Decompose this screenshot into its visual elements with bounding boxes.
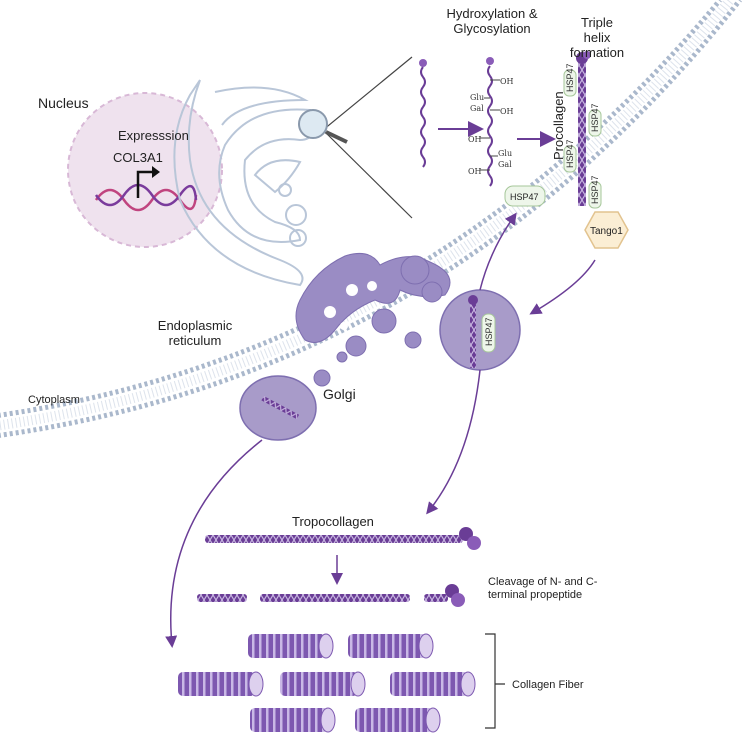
collagen-fibers [178, 633, 476, 733]
fiber-bundle [355, 707, 441, 733]
fiber-bundle [348, 633, 434, 659]
mod-oh-1: OH [500, 77, 514, 86]
mod-glu-2: Glu [498, 149, 513, 158]
svg-text:HSP47: HSP47 [565, 139, 575, 168]
nucleus [67, 92, 223, 248]
endoplasmic-reticulum [173, 79, 315, 287]
mod-oh-2: OH [500, 107, 514, 116]
pathway-arrows [165, 212, 596, 648]
nucleus-label: Nucleus [38, 95, 89, 111]
transport-vesicle-er [439, 289, 521, 371]
procollagen-chain-single [419, 59, 427, 168]
tango1-label: Tango1 [590, 226, 623, 237]
collagen-fiber-label: Collagen Fiber [512, 679, 584, 691]
fiber-bundle [248, 633, 334, 659]
svg-text:HSP47: HSP47 [590, 103, 600, 132]
triple-helix-label: Triple helix formation [569, 15, 625, 60]
mod-gal-2: Gal [498, 160, 512, 169]
mod-gal-1: Gal [470, 104, 484, 113]
expression-label: Expresssion [118, 128, 189, 143]
procollagen-triple-helix [576, 51, 591, 206]
fiber-bundle [250, 707, 336, 733]
vesicle-hsp47-label: HSP47 [484, 317, 494, 346]
tango1-receptor [584, 211, 629, 249]
procollagen-label: Procollagen [551, 91, 566, 160]
cytoplasm-label: Cytoplasm [28, 394, 80, 406]
mod-glu-1: Glu [470, 93, 485, 102]
fiber-bundle [390, 671, 476, 697]
hsp47-released-label: HSP47 [510, 192, 539, 202]
cleavage-label: Cleavage of N- and C- terminal propeptid… [488, 576, 598, 601]
golgi-apparatus [295, 253, 451, 387]
fiber-bundle [280, 671, 366, 697]
hsp47-released [504, 185, 546, 207]
svg-text:HSP47: HSP47 [590, 175, 600, 204]
cell-membrane [0, 0, 742, 438]
magnifier-icon [298, 56, 413, 219]
svg-text:HSP47: HSP47 [565, 63, 575, 92]
tropocollagen-label: Tropocollagen [292, 514, 374, 529]
modified-chain [480, 57, 500, 187]
mod-oh-4: OH [468, 167, 482, 176]
tropocollagen [205, 527, 481, 550]
cleaved-collagen [197, 584, 465, 607]
golgi-label: Golgi [323, 386, 356, 402]
procollagen-hsp47-tags: HSP47 HSP47 HSP47 HSP47 [563, 63, 602, 209]
mod-oh-3: OH [468, 135, 482, 144]
fiber-bracket [485, 633, 505, 729]
secretory-vesicle [239, 375, 317, 441]
hydroxylation-label: Hydroxylation & Glycosylation [446, 6, 538, 36]
gene-label: COL3A1 [113, 150, 163, 165]
er-label: Endoplasmic reticulum [157, 318, 233, 348]
fiber-bundle [178, 671, 264, 697]
